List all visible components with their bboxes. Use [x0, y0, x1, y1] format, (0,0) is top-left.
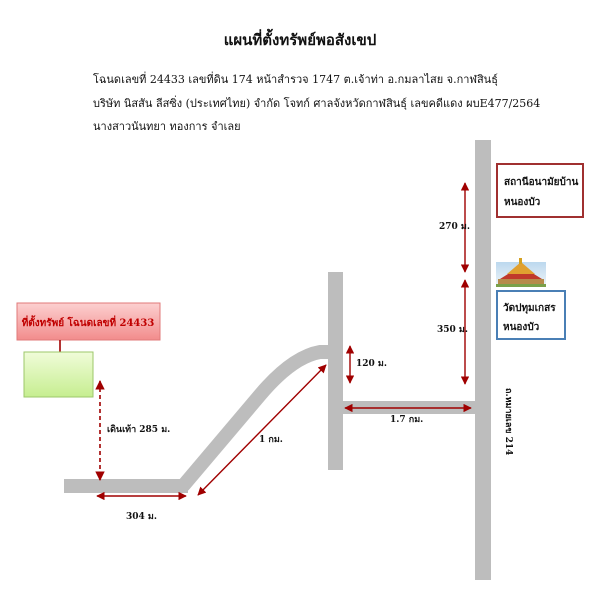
label-1km: 1 กม.	[259, 435, 283, 445]
temple-label-line2: หนองบัว	[503, 321, 540, 333]
temple-box: วัดปทุมเกสร หนองบัว	[496, 290, 566, 340]
road-name-214: ถ.หมายเลข 214	[503, 388, 513, 455]
label-1-7: 1.7 กม.	[390, 415, 423, 425]
health-station-label-line1: สถานีอนามัยบ้าน	[504, 176, 578, 188]
arrow-1km	[197, 364, 327, 496]
road-connector-vertical	[328, 272, 343, 470]
label-120: 120 ม.	[356, 359, 387, 369]
temple-image	[496, 258, 546, 287]
label-walk: เดินเท้า 285 ม.	[107, 424, 170, 435]
label-304: 304 ม.	[126, 512, 157, 522]
land-plot	[23, 351, 94, 398]
property-label: ที่ตั้งทรัพย์ โฉนดเลขที่ 24433	[22, 315, 155, 329]
info-line-case: บริษัท นิสสัน ลีสซิ่ง (ประเทศไทย) จำกัด …	[93, 97, 541, 110]
info-line-deed: โฉนดเลขที่ 24433 เลขที่ดิน 174 หน้าสำรวจ…	[93, 73, 498, 86]
page-title: แผนที่ตั้งทรัพย์พอสังเขป	[223, 31, 377, 49]
info-line-defendant: นางสาวนันทยา ทองการ จำเลย	[93, 120, 241, 133]
temple-label-line1: วัดปทุมเกสร	[503, 302, 556, 314]
health-station-label-line2: หนองบัว	[504, 196, 541, 208]
road-lower-left	[64, 479, 188, 493]
distance-arrows	[95, 182, 472, 501]
label-270: 270 ม.	[439, 222, 470, 232]
distance-labels: 270 ม. 350 ม. 120 ม. 1.7 กม. 1 กม. เดินเ…	[107, 222, 470, 522]
road-diagonal-curve	[177, 345, 330, 491]
health-station-box: สถานีอนามัยบ้าน หนองบัว	[496, 163, 584, 218]
label-350: 350 ม.	[437, 325, 468, 335]
road-214	[475, 140, 491, 580]
property-label-box: ที่ตั้งทรัพย์ โฉนดเลขที่ 24433	[16, 302, 161, 341]
